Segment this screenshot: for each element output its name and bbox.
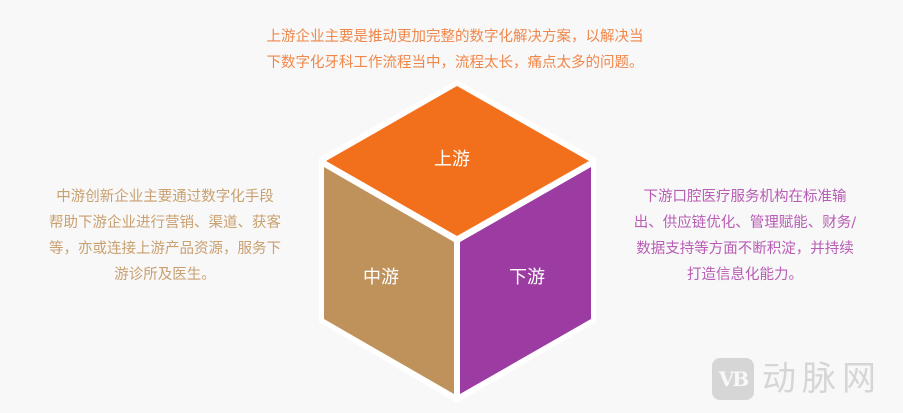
downstream-description: 下游口腔医疗服务机构在标准输 出、供应链优化、管理赋能、财务/ 数据支持等方面不… — [608, 184, 882, 288]
cube-face-upstream — [326, 86, 589, 236]
cube-face-downstream — [460, 167, 591, 394]
vb-logo-icon: VB — [712, 358, 754, 400]
midstream-description-line: 帮助下游企业进行营销、渠道、获客 — [49, 215, 281, 231]
midstream-description-line: 中游创新企业主要通过数字化手段 — [56, 189, 274, 205]
downstream-description-line: 打造信息化能力。 — [687, 267, 803, 283]
cube-label-downstream: 下游 — [509, 267, 545, 288]
midstream-description-line: 等，亦或连接上游产品资源，服务下 — [49, 241, 281, 257]
downstream-description-line: 出、供应链优化、管理赋能、财务/ — [633, 215, 857, 231]
watermark-text: 动脉网 — [762, 359, 882, 399]
cube-label-upstream: 上游 — [434, 149, 470, 170]
upstream-description-line: 下数字化牙科工作流程当中，流程太长，痛点太多的问题。 — [266, 55, 644, 71]
upstream-description-line: 上游企业主要是推动更加完整的数字化解决方案，以解决当 — [266, 29, 644, 45]
watermark: VB 动脉网 — [712, 358, 882, 400]
downstream-description-line: 下游口腔医疗服务机构在标准输 — [643, 189, 847, 205]
downstream-description-line: 数据支持等方面不断积淀，并持续 — [636, 241, 854, 257]
midstream-description-line: 游诊所及医生。 — [114, 267, 216, 283]
midstream-description: 中游创新企业主要通过数字化手段 帮助下游企业进行营销、渠道、获客 等，亦或连接上… — [30, 184, 300, 288]
cube-face-midstream — [324, 167, 454, 394]
upstream-description: 上游企业主要是推动更加完整的数字化解决方案，以解决当 下数字化牙科工作流程当中，… — [230, 24, 680, 76]
cube-label-midstream: 中游 — [363, 267, 399, 288]
